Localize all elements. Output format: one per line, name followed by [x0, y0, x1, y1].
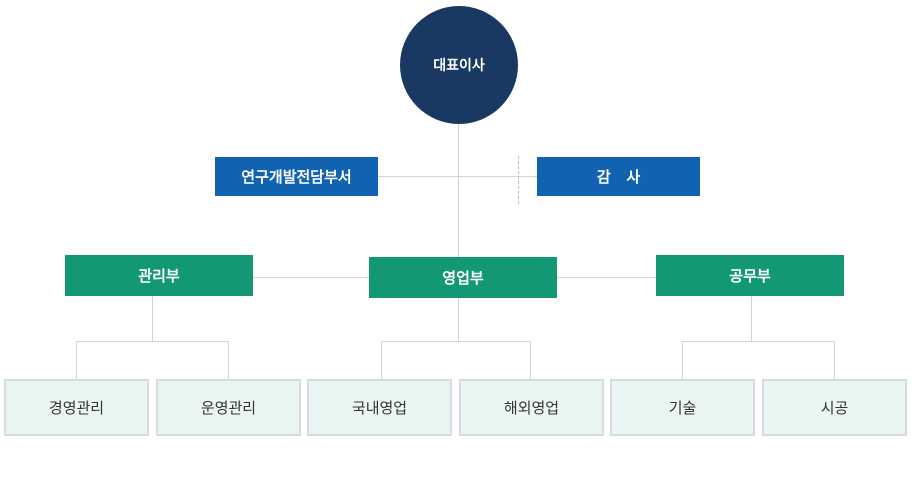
admin-branch-connector [76, 341, 229, 342]
staff-connector [378, 176, 537, 177]
department-label: 관리부 [138, 267, 180, 285]
sales-down-connector [458, 298, 459, 341]
sales-left-drop [381, 341, 382, 379]
admin-down-connector [152, 296, 153, 341]
audit-node: 감 사 [537, 157, 700, 196]
department-label: 공무부 [729, 267, 771, 285]
team-label: 시공 [820, 399, 849, 417]
department-node-works: 공무부 [656, 255, 844, 296]
sales-right-drop [530, 341, 531, 379]
ceo-to-sales-connector [458, 124, 459, 257]
audit-label: 감 사 [596, 168, 641, 186]
admin-left-drop [76, 341, 77, 379]
team-label: 해외영업 [503, 399, 560, 417]
team-label: 경영관리 [48, 399, 105, 417]
works-down-connector [751, 296, 752, 341]
rnd-label: 연구개발전담부서 [241, 168, 352, 186]
team-label: 국내영업 [351, 399, 408, 417]
team-node: 운영관리 [156, 379, 301, 436]
department-node-admin: 관리부 [65, 255, 253, 296]
admin-right-drop [228, 341, 229, 379]
works-branch-connector [682, 341, 835, 342]
team-node: 해외영업 [459, 379, 604, 436]
rnd-node: 연구개발전담부서 [215, 157, 378, 196]
ceo-node: 대표이사 [400, 6, 518, 124]
department-node-sales: 영업부 [369, 257, 557, 298]
audit-dashed-divider [518, 156, 519, 204]
team-node: 시공 [762, 379, 907, 436]
works-left-drop [682, 341, 683, 379]
team-node: 기술 [610, 379, 755, 436]
department-label: 영업부 [442, 269, 484, 287]
works-right-drop [834, 341, 835, 379]
team-node: 경영관리 [4, 379, 149, 436]
team-label: 기술 [668, 399, 697, 417]
team-node: 국내영업 [307, 379, 452, 436]
ceo-label: 대표이사 [433, 58, 485, 74]
team-label: 운영관리 [200, 399, 257, 417]
sales-branch-connector [381, 341, 531, 342]
